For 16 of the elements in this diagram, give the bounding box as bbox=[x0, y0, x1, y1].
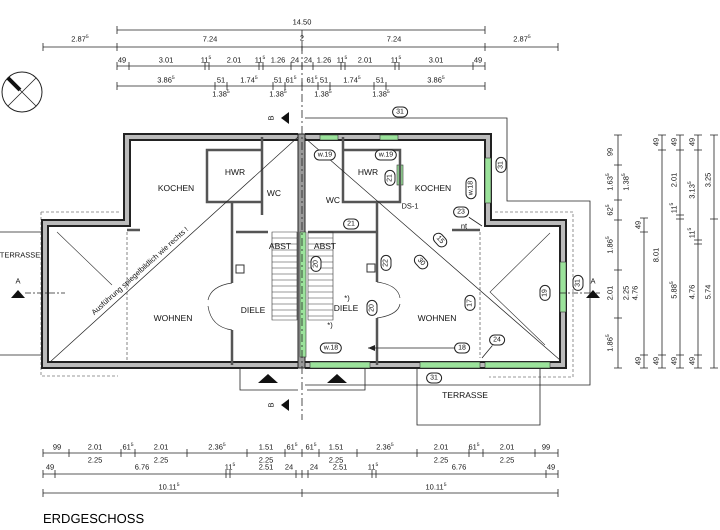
room-label: ABST bbox=[314, 242, 336, 250]
room-label: WOHNEN bbox=[418, 314, 456, 322]
room-label: DIELE bbox=[334, 304, 358, 312]
room-label: KOCHEN bbox=[414, 184, 452, 192]
room-label: WC bbox=[266, 188, 282, 198]
room-label: ABST bbox=[268, 242, 292, 250]
room-label: TERRASSE bbox=[442, 390, 488, 400]
room-label: KOCHEN bbox=[158, 184, 194, 192]
leader-line bbox=[482, 345, 493, 358]
leader-line bbox=[468, 216, 482, 226]
plan-title: ERDGESCHOSS bbox=[43, 511, 144, 526]
room-label: DIELE bbox=[240, 306, 266, 314]
room-label: WC bbox=[326, 196, 340, 204]
room-label: HWR bbox=[358, 168, 378, 176]
room-label: HWR bbox=[224, 168, 246, 176]
room-label: WOHNEN bbox=[154, 314, 192, 322]
